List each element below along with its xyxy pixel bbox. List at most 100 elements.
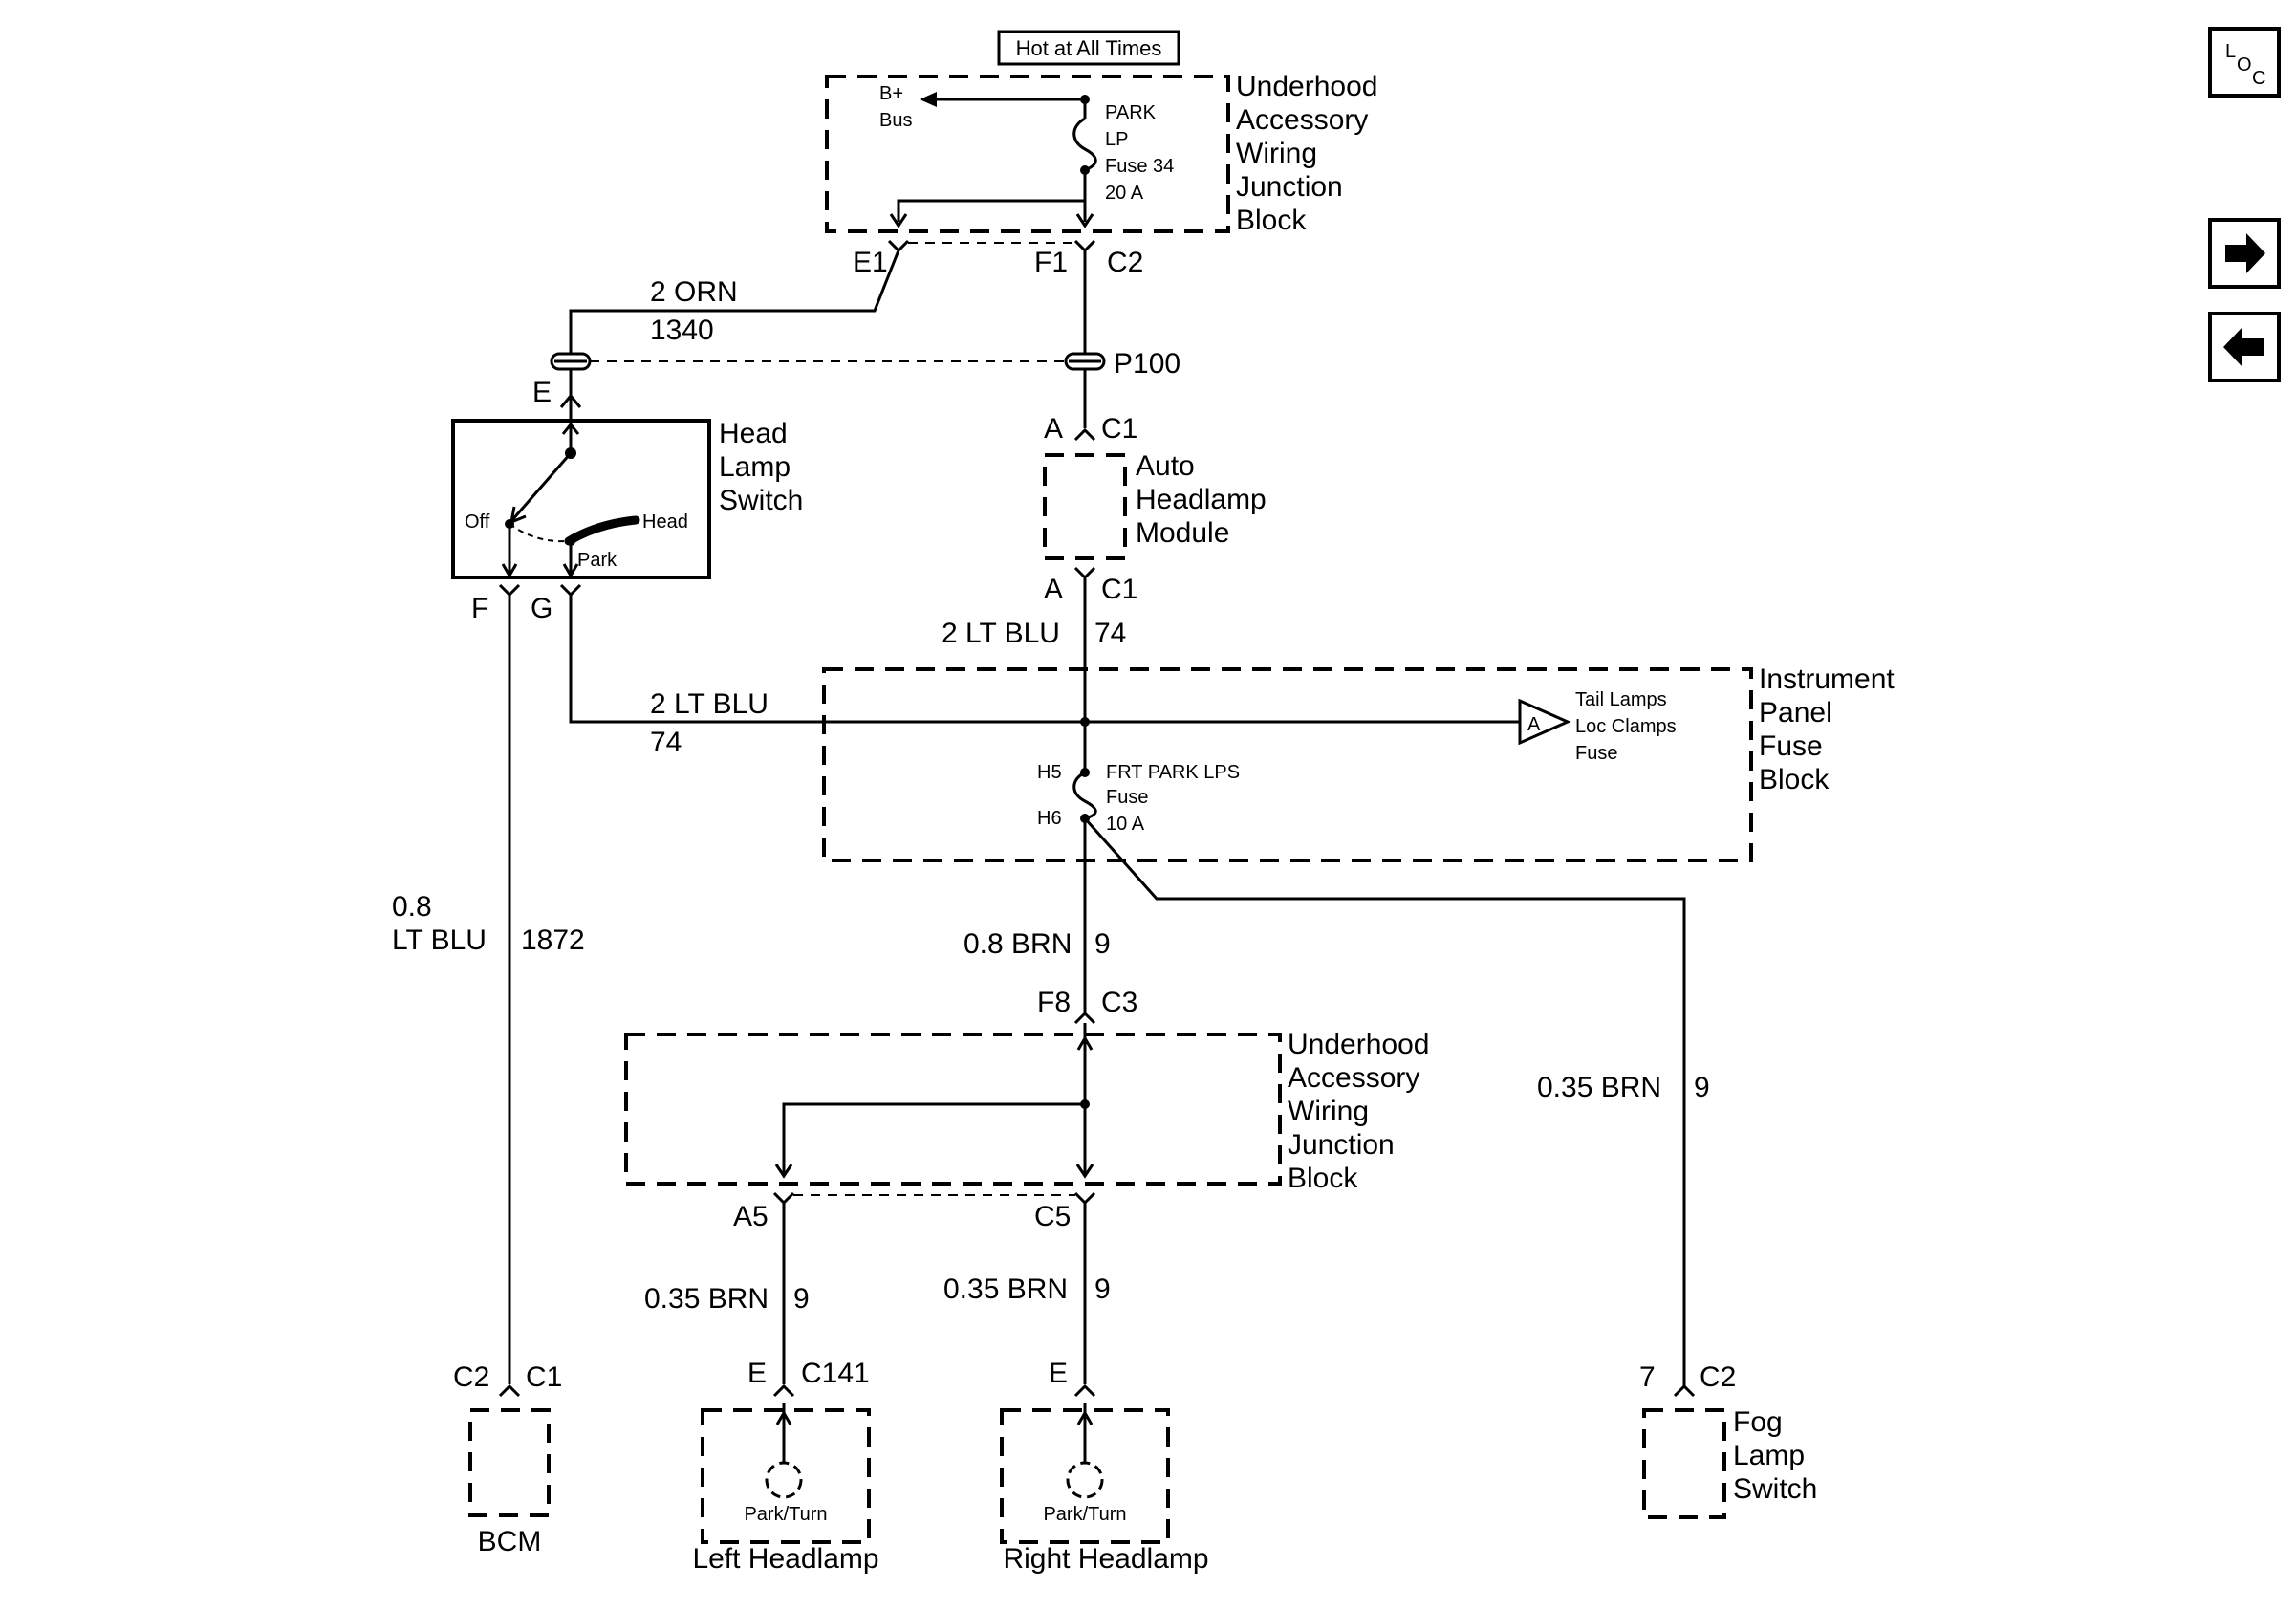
svg-text:FRT PARK LPS: FRT PARK LPS <box>1106 762 1240 783</box>
ipfb-h6: H6 <box>1037 808 1062 829</box>
switch-g-arrow <box>562 563 579 578</box>
pin-f8-connector <box>1073 1011 1096 1025</box>
svg-text:Accessory: Accessory <box>1236 104 1368 136</box>
splice-p100-label: P100 <box>1114 348 1180 380</box>
svg-text:Bus: Bus <box>879 110 912 131</box>
wire-right-circuit: 9 <box>1094 1273 1111 1305</box>
fuse-frt-label: FRT PARK LPS Fuse 10 A <box>1106 762 1240 835</box>
svg-text:Wiring: Wiring <box>1236 138 1317 169</box>
right-hl-bulb-label: Park/Turn <box>1043 1504 1126 1525</box>
left-hl-connector <box>772 1383 795 1398</box>
wire-2orn-circuit: 1340 <box>650 315 714 346</box>
ahm-in-connector <box>1073 427 1096 442</box>
conn-c3: C3 <box>1101 987 1137 1018</box>
f1-connector <box>1073 239 1096 253</box>
switch-f-arrow <box>501 563 518 578</box>
pin-g: G <box>531 593 552 624</box>
tail-lamp-ref-letter: A <box>1527 714 1541 735</box>
pin-e: E <box>532 377 552 408</box>
uaj-block-top <box>825 75 1230 233</box>
pin-e-connector <box>559 393 582 408</box>
ipfb-name: Instrument Panel Fuse Block <box>1759 664 1895 795</box>
svg-text:Fuse: Fuse <box>1759 730 1823 762</box>
switch-head-label: Head <box>642 511 688 533</box>
arrow-left-icon <box>2223 327 2264 367</box>
svg-text:10 A: 10 A <box>1106 814 1145 835</box>
a5-arrow <box>774 1164 793 1179</box>
left-hl-bulb-label: Park/Turn <box>744 1504 827 1525</box>
ipfb-h5: H5 <box>1037 762 1062 783</box>
b-plus-arrow <box>920 92 937 107</box>
arrow-right-icon <box>2225 233 2265 273</box>
wire-g-ipfb <box>569 595 1520 724</box>
pin-c5-connector <box>1073 1191 1096 1206</box>
b-plus-bus-label: B+ Bus <box>879 83 912 131</box>
wire-brn-08-size: 0.8 BRN <box>964 928 1072 960</box>
splice-p100 <box>1064 352 1106 371</box>
svg-text:LP: LP <box>1105 129 1128 150</box>
wire-fog-circuit: 9 <box>1694 1072 1710 1103</box>
svg-text:Lamp: Lamp <box>1733 1440 1805 1471</box>
switch-travel-arc <box>509 523 570 543</box>
pin-f: F <box>471 593 488 624</box>
svg-text:Loc Clamps: Loc Clamps <box>1575 716 1677 737</box>
fog-pin: 7 <box>1639 1361 1656 1393</box>
switch-blade <box>509 452 573 522</box>
svg-text:C: C <box>2252 68 2265 89</box>
fuse34-label: PARK LP Fuse 34 20 A <box>1105 102 1174 204</box>
uaj-block-top-name: Underhood Accessory Wiring Junction Bloc… <box>1236 71 1377 236</box>
tail-lamp-ref-text: Tail Lamps Loc Clamps Fuse <box>1575 689 1677 764</box>
left-headlamp-name: Left Headlamp <box>692 1543 878 1575</box>
right-hl-arrow <box>1076 1410 1094 1425</box>
wire-fog <box>1083 817 1686 1386</box>
svg-text:Instrument: Instrument <box>1759 664 1895 695</box>
conn-c2-top: C2 <box>1107 247 1143 278</box>
fuse-frt-symbol <box>1072 771 1097 820</box>
wire-left-circuit: 9 <box>793 1283 810 1315</box>
svg-text:PARK: PARK <box>1105 102 1157 123</box>
wire-bcm-size-top: 0.8 <box>392 891 432 923</box>
fog-connector <box>1673 1383 1696 1398</box>
ipfb-box <box>822 667 1753 862</box>
pin-g-connector <box>559 583 582 598</box>
switch-head-contact <box>564 515 640 546</box>
wire-ltblu-b-size: 2 LT BLU <box>650 688 769 720</box>
hot-label: Hot at All Times <box>1016 36 1162 60</box>
head-lamp-switch-name: Head Lamp Switch <box>719 418 803 516</box>
svg-text:Switch: Switch <box>1733 1473 1817 1505</box>
location-button[interactable]: L O C <box>2208 27 2281 98</box>
wire-2orn-size: 2 ORN <box>650 276 738 308</box>
fog-lamp-switch-name: Fog Lamp Switch <box>1733 1406 1817 1505</box>
e1-connector <box>887 239 910 253</box>
wire-right-size: 0.35 BRN <box>943 1273 1068 1305</box>
fuse34-symbol <box>1072 117 1097 172</box>
right-headlamp-box <box>1000 1408 1170 1544</box>
wire-left-size: 0.35 BRN <box>644 1283 769 1315</box>
previous-page-button[interactable] <box>2208 312 2281 382</box>
uaj-block-bottom-name: Underhood Accessory Wiring Junction Bloc… <box>1288 1029 1429 1194</box>
auto-headlamp-module-name: Auto Headlamp Module <box>1136 450 1267 549</box>
svg-text:Switch: Switch <box>719 485 803 516</box>
wire-bcm-size-bottom: LT BLU <box>392 925 487 956</box>
fog-conn: C2 <box>1700 1361 1736 1393</box>
switch-off-label: Off <box>465 511 490 533</box>
uaj-block-bottom <box>624 1033 1282 1186</box>
svg-text:O: O <box>2237 54 2252 76</box>
svg-text:Fuse: Fuse <box>1575 743 1617 764</box>
right-headlamp-name: Right Headlamp <box>1003 1543 1208 1575</box>
svg-text:Headlamp: Headlamp <box>1136 484 1267 515</box>
ahm-out-pin: A <box>1044 574 1063 605</box>
svg-text:Fuse: Fuse <box>1106 787 1148 808</box>
ahm-in-conn: C1 <box>1101 413 1137 445</box>
next-page-button[interactable] <box>2208 218 2281 289</box>
tail-lamp-reference-arrow <box>1518 698 1571 746</box>
location-icon: L O C <box>2225 41 2265 89</box>
svg-text:Module: Module <box>1136 517 1229 549</box>
svg-text:Fog: Fog <box>1733 1406 1783 1438</box>
wire-brn-08-circuit: 9 <box>1094 928 1111 960</box>
hot-label-box <box>997 30 1180 66</box>
svg-text:Auto: Auto <box>1136 450 1195 482</box>
svg-text:L: L <box>2225 41 2236 62</box>
svg-text:Underhood: Underhood <box>1288 1029 1429 1060</box>
wire-ltblu-a-circuit: 74 <box>1094 618 1126 649</box>
